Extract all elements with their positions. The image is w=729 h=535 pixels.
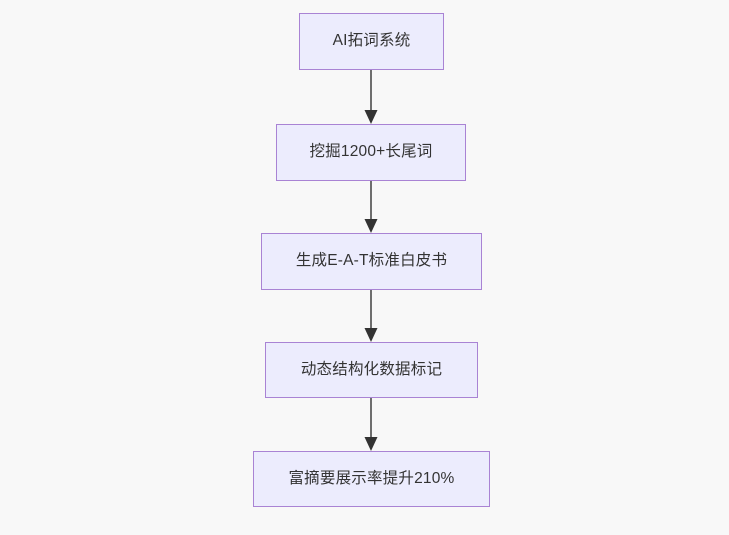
flowchart-node-label: 动态结构化数据标记 [300, 360, 443, 378]
flowchart-node-ai-keyword-system[interactable]: AI拓词系统 [299, 13, 444, 70]
edge-node3-to-node4 [364, 290, 378, 342]
flowchart-node-dynamic-structured-data-markup[interactable]: 动态结构化数据标记 [265, 342, 478, 398]
flowchart-node-label: 富摘要展示率提升210% [288, 469, 455, 487]
edge-node4-to-node5 [364, 398, 378, 451]
flowchart-node-generate-eat-whitepaper[interactable]: 生成E-A-T标准白皮书 [261, 233, 482, 290]
flowchart-node-label: 挖掘1200+长尾词 [309, 143, 433, 161]
flowchart-node-rich-snippet-impression-uplift[interactable]: 富摘要展示率提升210% [253, 451, 490, 507]
flowchart-node-label: AI拓词系统 [332, 32, 411, 50]
flowchart-node-label: 生成E-A-T标准白皮书 [295, 252, 448, 270]
edge-node2-to-node3 [364, 181, 378, 233]
edge-node1-to-node2 [364, 70, 378, 124]
flowchart-node-mine-longtail-keywords[interactable]: 挖掘1200+长尾词 [276, 124, 466, 181]
